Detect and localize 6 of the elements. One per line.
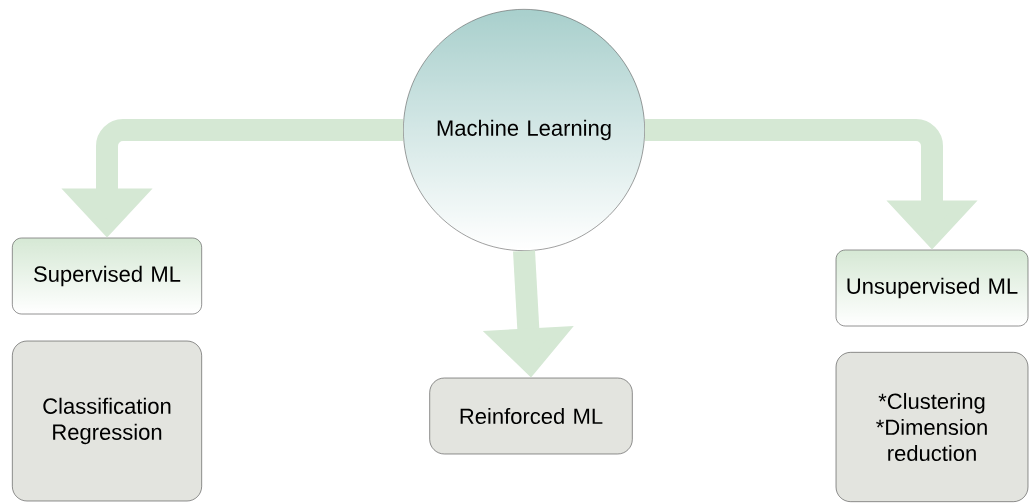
category-box: Reinforced ML xyxy=(429,377,633,455)
example-box: Classification Regression xyxy=(12,340,202,502)
category-box: Unsupervised ML xyxy=(835,249,1029,327)
example-box: *Clustering *Dimension reduction xyxy=(835,352,1029,502)
category-box: Supervised ML xyxy=(12,237,202,315)
circle-node: Machine Learning xyxy=(403,9,645,251)
